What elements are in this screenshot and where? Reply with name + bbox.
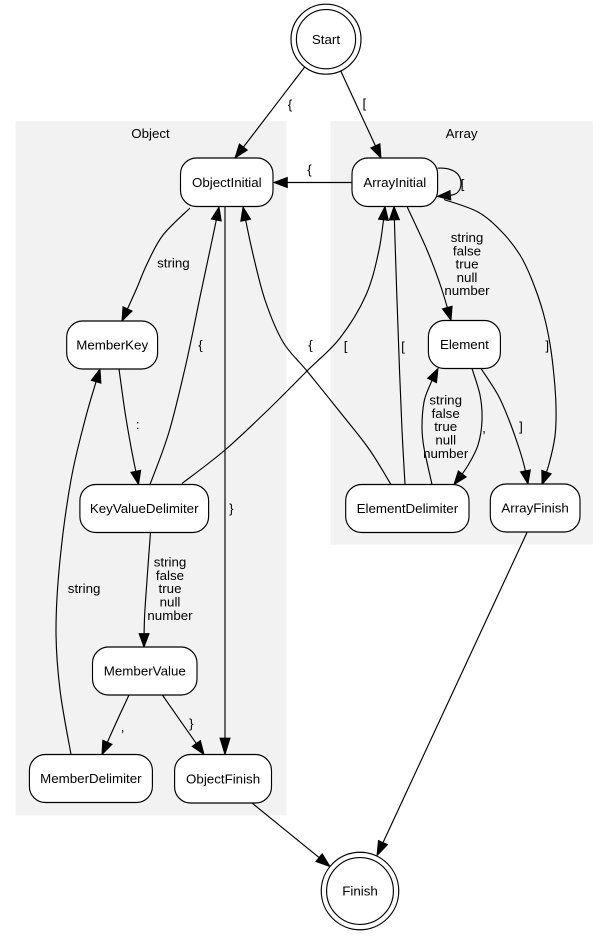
- svg-text:null: null: [160, 595, 181, 610]
- svg-text:]: ]: [545, 338, 549, 353]
- svg-text:string: string: [154, 555, 187, 570]
- svg-text:string: string: [451, 230, 484, 245]
- svg-text:,: ,: [121, 719, 125, 734]
- svg-text:number: number: [444, 283, 490, 298]
- svg-text:MemberKey: MemberKey: [76, 338, 148, 353]
- svg-text:Finish: Finish: [342, 884, 378, 899]
- svg-text:MemberDelimiter: MemberDelimiter: [40, 771, 142, 786]
- svg-text:Element: Element: [440, 337, 489, 352]
- svg-text:Array: Array: [446, 126, 478, 141]
- svg-text:[: [: [461, 176, 465, 191]
- svg-text:,: ,: [482, 421, 486, 436]
- svg-text:number: number: [147, 608, 193, 623]
- svg-text:ObjectInitial: ObjectInitial: [192, 175, 262, 190]
- svg-text:Start: Start: [312, 32, 340, 47]
- svg-text:true: true: [159, 581, 182, 596]
- svg-text:ElementDelimiter: ElementDelimiter: [357, 501, 459, 516]
- svg-text:null: null: [435, 433, 456, 448]
- svg-text:ArrayInitial: ArrayInitial: [363, 175, 426, 190]
- svg-text:[: [: [401, 339, 405, 354]
- svg-text:{: {: [198, 338, 203, 353]
- svg-text:MemberValue: MemberValue: [104, 664, 186, 679]
- svg-text:KeyValueDelimiter: KeyValueDelimiter: [90, 501, 199, 516]
- svg-text:{: {: [288, 97, 293, 112]
- svg-text:]: ]: [519, 419, 523, 434]
- svg-text:string: string: [429, 393, 462, 408]
- svg-text:{: {: [307, 162, 312, 177]
- svg-text:}: }: [189, 716, 194, 731]
- svg-text:Object: Object: [131, 126, 170, 141]
- svg-text:{: {: [308, 337, 313, 352]
- svg-text:string: string: [157, 256, 190, 271]
- svg-text:string: string: [68, 581, 101, 596]
- svg-text:}: }: [229, 501, 234, 516]
- svg-text:ObjectFinish: ObjectFinish: [186, 771, 260, 786]
- svg-text:false: false: [453, 243, 481, 258]
- svg-text:false: false: [156, 568, 184, 583]
- svg-text:number: number: [423, 446, 469, 461]
- svg-text:true: true: [434, 419, 457, 434]
- svg-text:ArrayFinish: ArrayFinish: [501, 501, 568, 516]
- svg-text:[: [: [344, 339, 348, 354]
- svg-text:true: true: [456, 257, 479, 272]
- svg-text:null: null: [457, 270, 478, 285]
- svg-text:false: false: [432, 406, 460, 421]
- svg-text::: :: [136, 417, 140, 432]
- svg-text:[: [: [363, 96, 367, 111]
